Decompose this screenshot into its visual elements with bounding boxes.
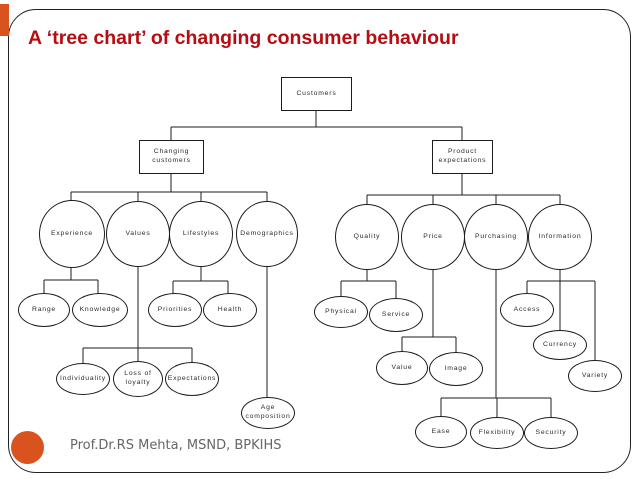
node-service: Service xyxy=(369,298,423,332)
node-flexibility: Flexibility xyxy=(470,417,524,449)
footer-credit: Prof.Dr.RS Mehta, MSND, BPKIHS xyxy=(70,438,282,453)
node-currency: Currency xyxy=(533,330,587,360)
node-access: Access xyxy=(500,293,554,327)
node-variety: Variety xyxy=(568,360,622,392)
node-changing-customers: Changing customers xyxy=(139,140,204,174)
node-range: Range xyxy=(18,293,70,327)
node-health: Health xyxy=(203,293,257,327)
node-knowledge: Knowledge xyxy=(72,293,128,327)
node-information: Information xyxy=(528,204,592,270)
node-lifestyles: Lifestyles xyxy=(169,201,233,267)
accent-bar xyxy=(0,4,9,36)
node-experience: Experience xyxy=(39,200,105,268)
node-age-composition: Age composition xyxy=(241,397,295,429)
accent-circle xyxy=(11,431,44,464)
node-security: Security xyxy=(524,417,578,449)
node-loss-of-loyalty: Loss of loyalty xyxy=(113,361,163,397)
node-ease: Ease xyxy=(415,416,467,448)
node-physical: Physical xyxy=(314,296,368,328)
node-value: Value xyxy=(376,351,428,385)
node-customers: Customers xyxy=(281,77,352,111)
node-image: Image xyxy=(429,352,483,386)
node-product-expectations: Product expectations xyxy=(432,140,493,174)
node-demographics: Demographics xyxy=(236,201,298,267)
slide-title: A ‘tree chart’ of changing consumer beha… xyxy=(28,27,459,49)
node-values: Values xyxy=(106,201,170,267)
node-priorities: Priorities xyxy=(148,293,202,327)
node-individuality: Individuality xyxy=(56,363,110,395)
node-expectations: Expectations xyxy=(165,362,219,396)
node-purchasing: Purchasing xyxy=(464,204,528,270)
node-quality: Quality xyxy=(335,204,399,270)
node-price: Price xyxy=(401,204,465,270)
